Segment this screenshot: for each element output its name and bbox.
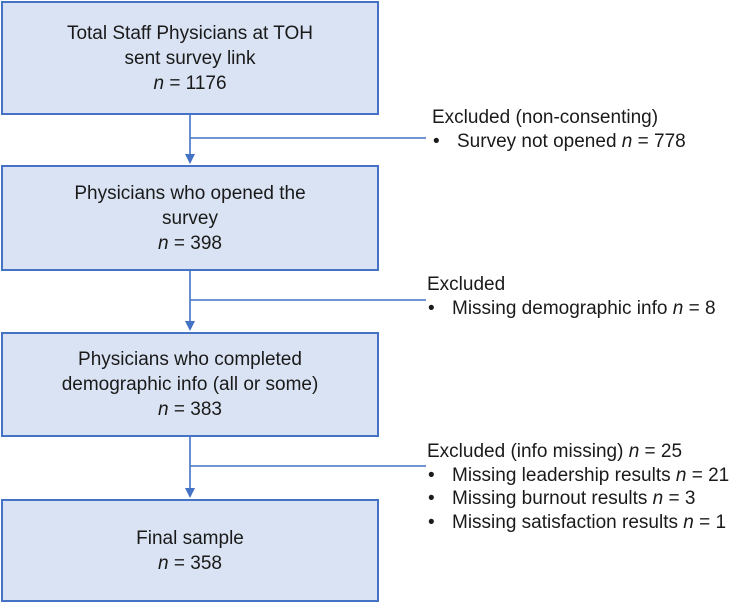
exclusion-item: Survey not opened n = 778 [432,130,686,154]
box-line: survey [162,207,218,229]
box-line: demographic info (all or some) [61,374,319,395]
exclusion-heading: Excluded (info missing) n = 25 [427,441,683,462]
box-line: Physicians who completed [78,349,302,370]
box-line: Physicians who opened the [74,182,306,204]
exclusion-item: Missing burnout results n = 3 [427,487,729,511]
exclusion-heading: Excluded [427,274,506,295]
box-total-physicians: Total Staff Physicians at TOH sent surve… [1,1,379,115]
box-opened-survey: Physicians who opened the survey n = 398 [1,165,379,271]
exclusion-item: Missing leadership results n = 21 [427,464,729,488]
exclusion-info-missing: Excluded (info missing) n = 25 Missing l… [427,440,729,534]
box-count: n = 383 [158,399,222,420]
exclusion-demographic: Excluded Missing demographic info n = 8 [427,273,716,320]
exclusion-heading: Excluded (non-consenting) [432,107,659,128]
box-line: Total Staff Physicians at TOH [66,22,314,44]
box-line: sent survey link [124,47,256,69]
box-count: n = 358 [158,552,222,574]
box-final-sample: Final sample n = 358 [1,499,379,602]
exclusion-item: Missing demographic info n = 8 [427,297,716,321]
box-count: n = 1176 [153,72,227,94]
exclusion-item: Missing satisfaction results n = 1 [427,511,729,535]
box-count: n = 398 [158,232,222,254]
exclusion-non-consenting: Excluded (non-consenting) Survey not ope… [432,106,686,153]
box-line: Final sample [136,527,244,549]
box-completed-demographics: Physicians who completed demographic inf… [1,332,379,437]
